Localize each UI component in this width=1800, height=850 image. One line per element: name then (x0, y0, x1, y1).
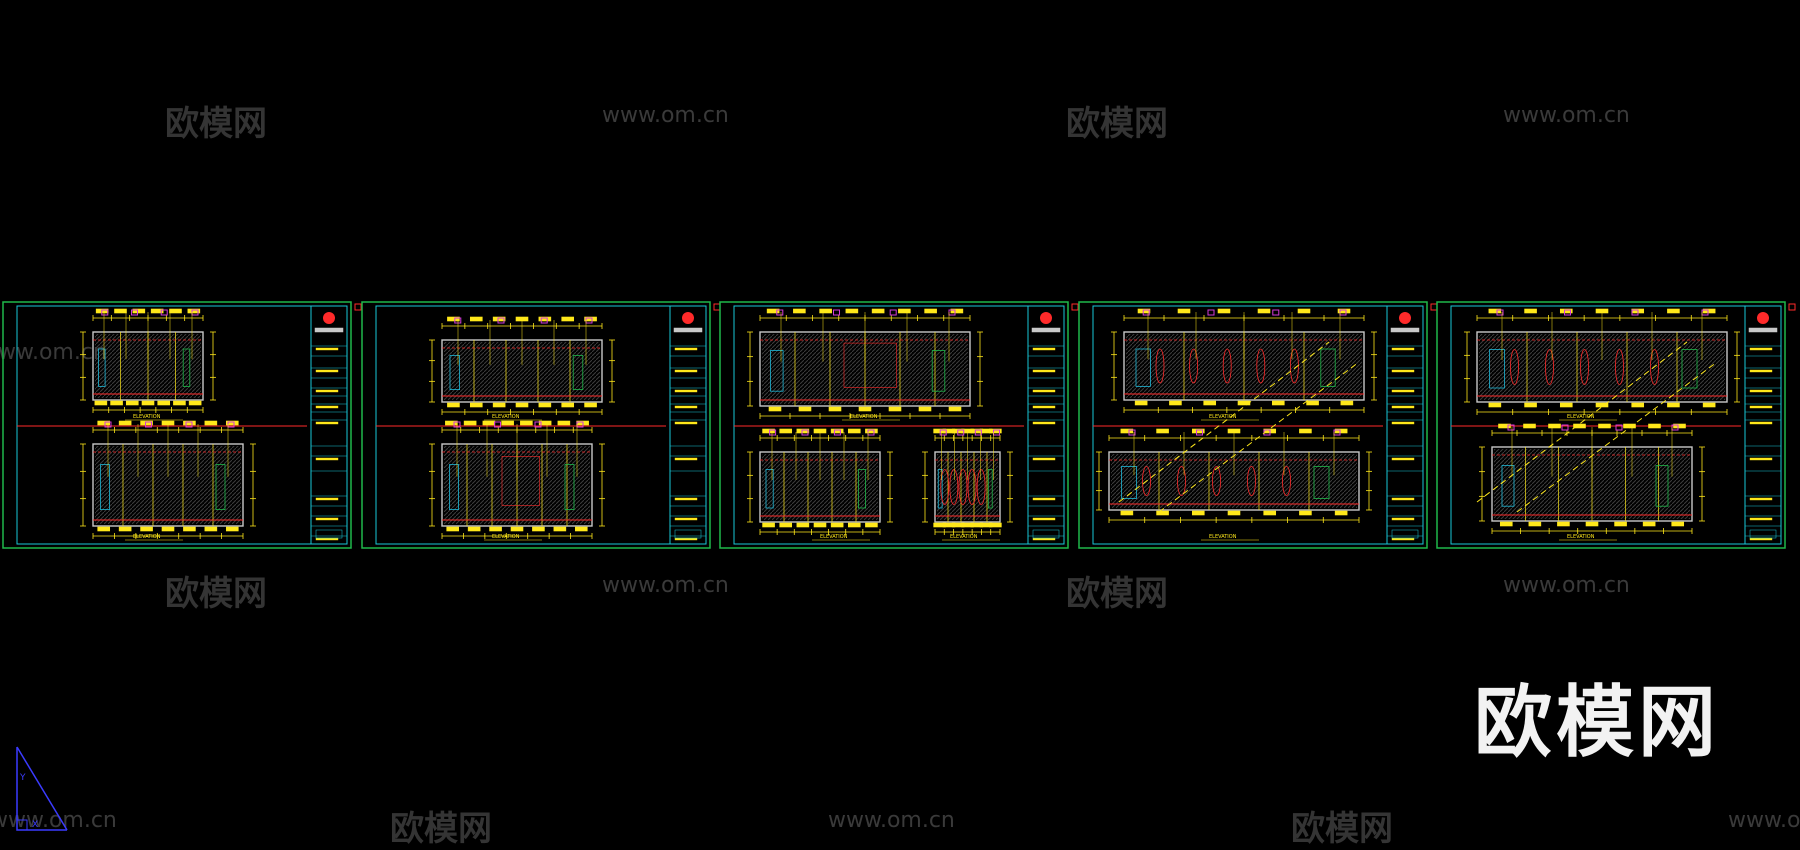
elevation-view (747, 308, 983, 419)
brand-logo: 欧模网 (1474, 678, 1721, 768)
svg-text:X: X (32, 820, 38, 830)
elevation-view (747, 428, 893, 535)
elevation-view (429, 316, 615, 415)
drawing-sheet[interactable]: ELEVATION ELEVATION ELEVATION (719, 301, 1079, 549)
drawing-sheet[interactable]: ELEVATION ELEVATION (361, 301, 721, 549)
title-block (669, 305, 707, 545)
elevation-view (1464, 308, 1740, 415)
company-logo-mark (1040, 312, 1052, 324)
company-logo-mark (1399, 312, 1411, 324)
company-logo-mark (1757, 312, 1769, 324)
elevation-label: ELEVATION (1209, 414, 1237, 420)
elevation-label: ELEVATION (950, 534, 978, 540)
elevation-label: ELEVATION (133, 534, 161, 540)
elevation-view (922, 428, 1013, 535)
drawing-sheet[interactable]: ELEVATION ELEVATION (2, 301, 362, 549)
ucs-icon: X Y (16, 746, 68, 831)
svg-text:Y: Y (19, 773, 26, 783)
elevation-view (1096, 428, 1372, 523)
elevation-view (1479, 423, 1705, 534)
title-block (1027, 305, 1065, 545)
elevation-label: ELEVATION (1567, 414, 1595, 420)
drawing-sheet[interactable]: ELEVATION ELEVATION (1436, 301, 1796, 549)
elevation-label: ELEVATION (820, 534, 848, 540)
title-block (1386, 305, 1424, 545)
elevation-view (80, 308, 216, 413)
elevation-view (429, 420, 605, 539)
elevation-label: ELEVATION (1567, 534, 1595, 540)
title-block (1744, 305, 1782, 545)
elevation-label: ELEVATION (492, 414, 520, 420)
elevation-view (1111, 308, 1377, 413)
elevation-label: ELEVATION (1209, 534, 1237, 540)
elevation-label: ELEVATION (850, 414, 878, 420)
elevation-view (80, 420, 256, 539)
company-logo-mark (682, 312, 694, 324)
elevation-label: ELEVATION (133, 414, 161, 420)
title-block (310, 305, 348, 545)
drawing-sheet[interactable]: ELEVATION ELEVATION (1078, 301, 1438, 549)
elevation-label: ELEVATION (492, 534, 520, 540)
company-logo-mark (323, 312, 335, 324)
